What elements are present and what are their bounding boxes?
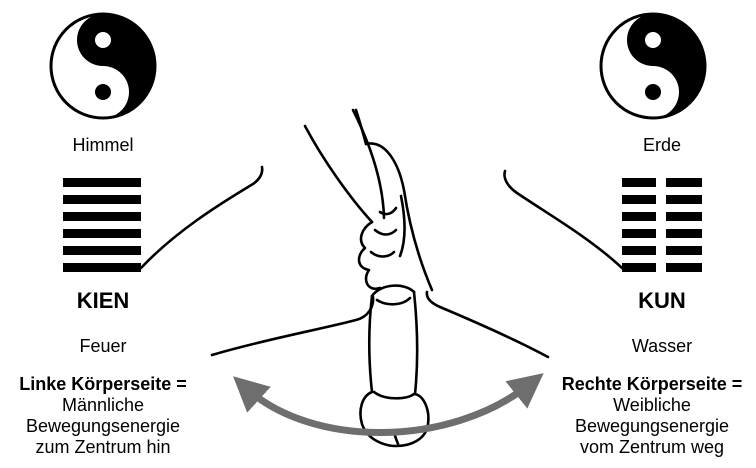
right-description: Rechte Körperseite = Weibliche Bewegungs…	[548, 374, 756, 458]
left-description-line-1: Männliche	[0, 395, 206, 416]
right-description-line-2: Bewegungsenergie	[548, 416, 756, 437]
yin-yang-icon-left	[51, 14, 155, 118]
left-description: Linke Körperseite = Männliche Bewegungse…	[0, 374, 206, 458]
energy-flow-arrow	[246, 384, 530, 433]
right-element-label: Wasser	[612, 336, 712, 357]
right-trigram-name: KUN	[612, 288, 712, 314]
right-description-heading: Rechte Körperseite =	[562, 374, 743, 394]
right-description-line-1: Weibliche	[548, 395, 756, 416]
yin-yang-icon-right	[601, 14, 705, 118]
right-top-label: Erde	[612, 135, 712, 156]
left-description-line-3: zum Zentrum hin	[0, 437, 206, 458]
left-element-label: Feuer	[53, 336, 153, 357]
kien-trigram-icon	[63, 178, 141, 272]
left-description-line-2: Bewegungsenergie	[0, 416, 206, 437]
kun-trigram-icon	[622, 178, 702, 272]
right-description-line-3: vom Zentrum weg	[548, 437, 756, 458]
left-trigram-name: KIEN	[53, 288, 153, 314]
left-description-heading: Linke Körperseite =	[19, 374, 187, 394]
left-top-label: Himmel	[53, 135, 153, 156]
